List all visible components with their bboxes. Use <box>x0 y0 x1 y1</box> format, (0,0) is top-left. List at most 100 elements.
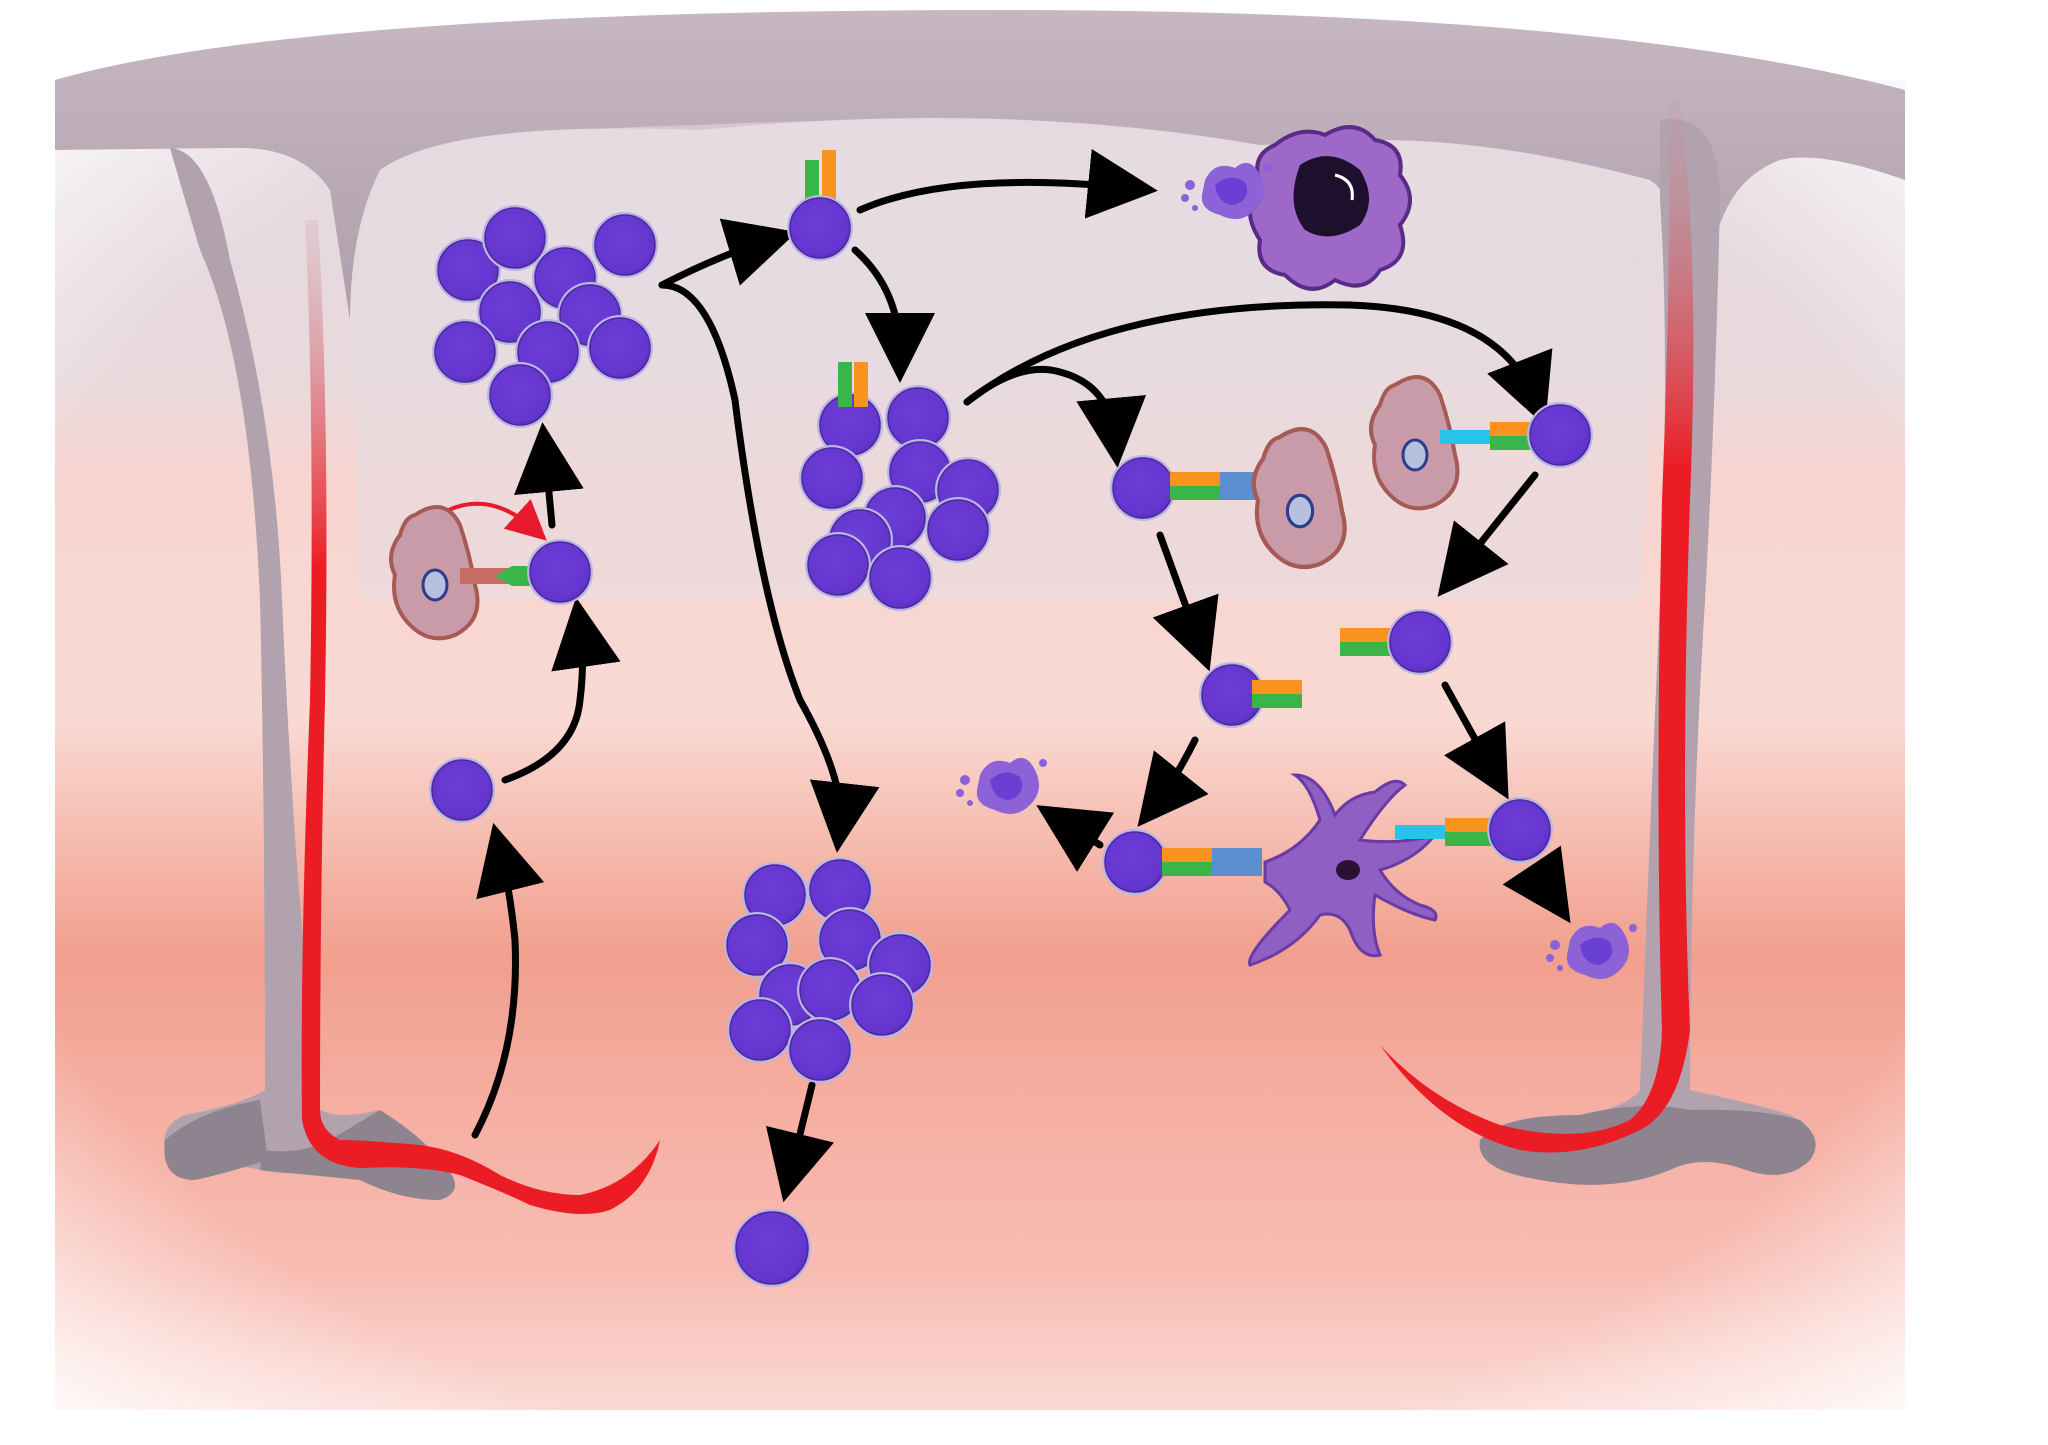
tcr-arrow-shape <box>495 566 530 586</box>
lymphocyte-body <box>489 364 551 426</box>
arrow-to-right-stromal <box>963 301 1553 427</box>
right-contact-cyan <box>1395 825 1445 839</box>
arrow-entry <box>471 822 545 1139</box>
effector-lymphocyte-mid <box>1199 662 1265 728</box>
lymphocyte-body <box>869 547 931 609</box>
lymphocyte-body <box>729 999 791 1061</box>
right-contact-receptor-orange <box>1445 818 1495 832</box>
right-contact-lymphocyte <box>1487 797 1553 863</box>
arrow-to-efferent <box>765 1081 834 1203</box>
lymphocyte-body <box>1529 404 1591 466</box>
fragment-debris <box>1264 164 1272 172</box>
exiting-lymphocyte <box>733 1209 811 1287</box>
right-lymphocyte <box>1527 402 1593 468</box>
memory-lymphocyte-cluster <box>799 385 1001 611</box>
mid-receptor-orange <box>1252 680 1302 694</box>
fragment-debris <box>1546 954 1554 962</box>
lymphocyte-body <box>807 534 869 596</box>
lymphocyte-body <box>1112 457 1174 519</box>
contact-mhc-blue <box>1212 848 1262 876</box>
arrow-to-second-cluster <box>851 246 935 383</box>
right-mid-receptor-orange <box>1340 628 1390 642</box>
cluster-receptor-orange <box>854 362 868 407</box>
apoptotic-fragment-top <box>1181 162 1272 219</box>
lymphocyte-body <box>437 239 499 301</box>
lymphocyte-body <box>1104 831 1166 893</box>
fragment-debris <box>1181 194 1189 202</box>
dendritic-nucleus <box>1336 860 1360 880</box>
right-contact-receptor-green <box>1445 832 1495 846</box>
lymphocyte-body <box>1489 799 1551 861</box>
macrophage-nucleus <box>1293 156 1369 237</box>
arrow-to-exit-cluster <box>658 281 880 853</box>
lymphocyte-body <box>789 197 851 259</box>
fragment-debris <box>1039 759 1047 767</box>
antigen-presenting-cell <box>389 505 480 641</box>
receptor-orange-vertical <box>822 150 836 205</box>
fragment-core <box>1215 177 1248 205</box>
contact-receptor-green <box>1162 862 1212 876</box>
arrow-to-dendritic-contact <box>1137 736 1209 827</box>
fragment-debris <box>967 800 973 806</box>
arrow-to-apoptosis-left <box>1036 805 1115 872</box>
high-endothelial-venule-right <box>1380 100 1694 1153</box>
effector-lymphocyte-top <box>787 195 853 261</box>
arrow-to-activation <box>501 597 621 784</box>
stromal-nucleus <box>1401 438 1429 472</box>
fragment-core <box>990 772 1023 800</box>
lymphocyte-body <box>735 1211 809 1285</box>
lymphocyte-body <box>594 214 656 276</box>
apoptotic-fragment-left <box>956 757 1047 814</box>
help-receptor-green <box>1170 486 1220 500</box>
lymphocyte-body <box>434 321 496 383</box>
arrow-to-macrophage <box>856 148 1158 219</box>
fragment-core <box>1580 937 1613 965</box>
right-cyan-bar <box>1440 430 1492 444</box>
arrow-to-effector <box>658 218 797 289</box>
effector-lymphocyte-right <box>1387 609 1453 675</box>
dendritic-cell <box>1248 773 1440 967</box>
right-stromal-cell <box>1369 375 1460 511</box>
b-cell-stromal <box>1251 427 1347 570</box>
fragment-debris <box>1629 924 1637 932</box>
apoptotic-fragment-right <box>1546 922 1637 979</box>
fragment-debris <box>960 775 970 785</box>
lymphocyte-body <box>887 387 949 449</box>
exiting-lymphocyte-cluster <box>724 857 933 1083</box>
lymphocyte-body <box>1389 611 1451 673</box>
receptor-green-vertical <box>805 160 819 205</box>
helper-lymphocyte <box>1110 455 1176 521</box>
macrophage <box>1248 125 1412 291</box>
contact-receptor-orange <box>1162 848 1212 862</box>
lymphocyte-body <box>431 759 493 821</box>
lymphocyte-body <box>479 281 541 343</box>
arrow-help-down <box>1152 531 1219 672</box>
stromal-nucleus <box>1285 493 1315 529</box>
arrow-right-to-dendritic <box>1441 681 1509 800</box>
stromal-nucleus <box>421 568 449 602</box>
mid-receptor-green <box>1252 694 1302 708</box>
fragment-debris <box>956 789 964 797</box>
pathway-arrows <box>423 148 1571 1203</box>
lymphocyte-body <box>801 447 863 509</box>
lymphocyte-body <box>927 499 989 561</box>
lymphocyte-body <box>529 541 591 603</box>
right-mid-receptor-green <box>1340 642 1390 656</box>
naive-lymphocyte <box>429 757 495 823</box>
lymphocyte-body <box>789 1019 851 1081</box>
fragment-debris <box>1557 965 1563 971</box>
help-receptor-orange <box>1170 472 1220 486</box>
activated-lymphocyte <box>527 539 593 605</box>
macrophage-highlight <box>1334 173 1354 201</box>
proliferating-lymphocyte-cluster <box>432 205 658 428</box>
arrow-right-down <box>1437 471 1539 597</box>
fragment-debris <box>1550 940 1560 950</box>
arrow-to-proliferation <box>514 422 584 529</box>
contact-lymphocyte <box>1102 829 1168 895</box>
lymphocyte-body <box>589 317 651 379</box>
lymph-node-capsule <box>55 10 1905 1200</box>
lymphocyte-body <box>726 914 788 976</box>
lymphocyte-body <box>484 207 546 269</box>
